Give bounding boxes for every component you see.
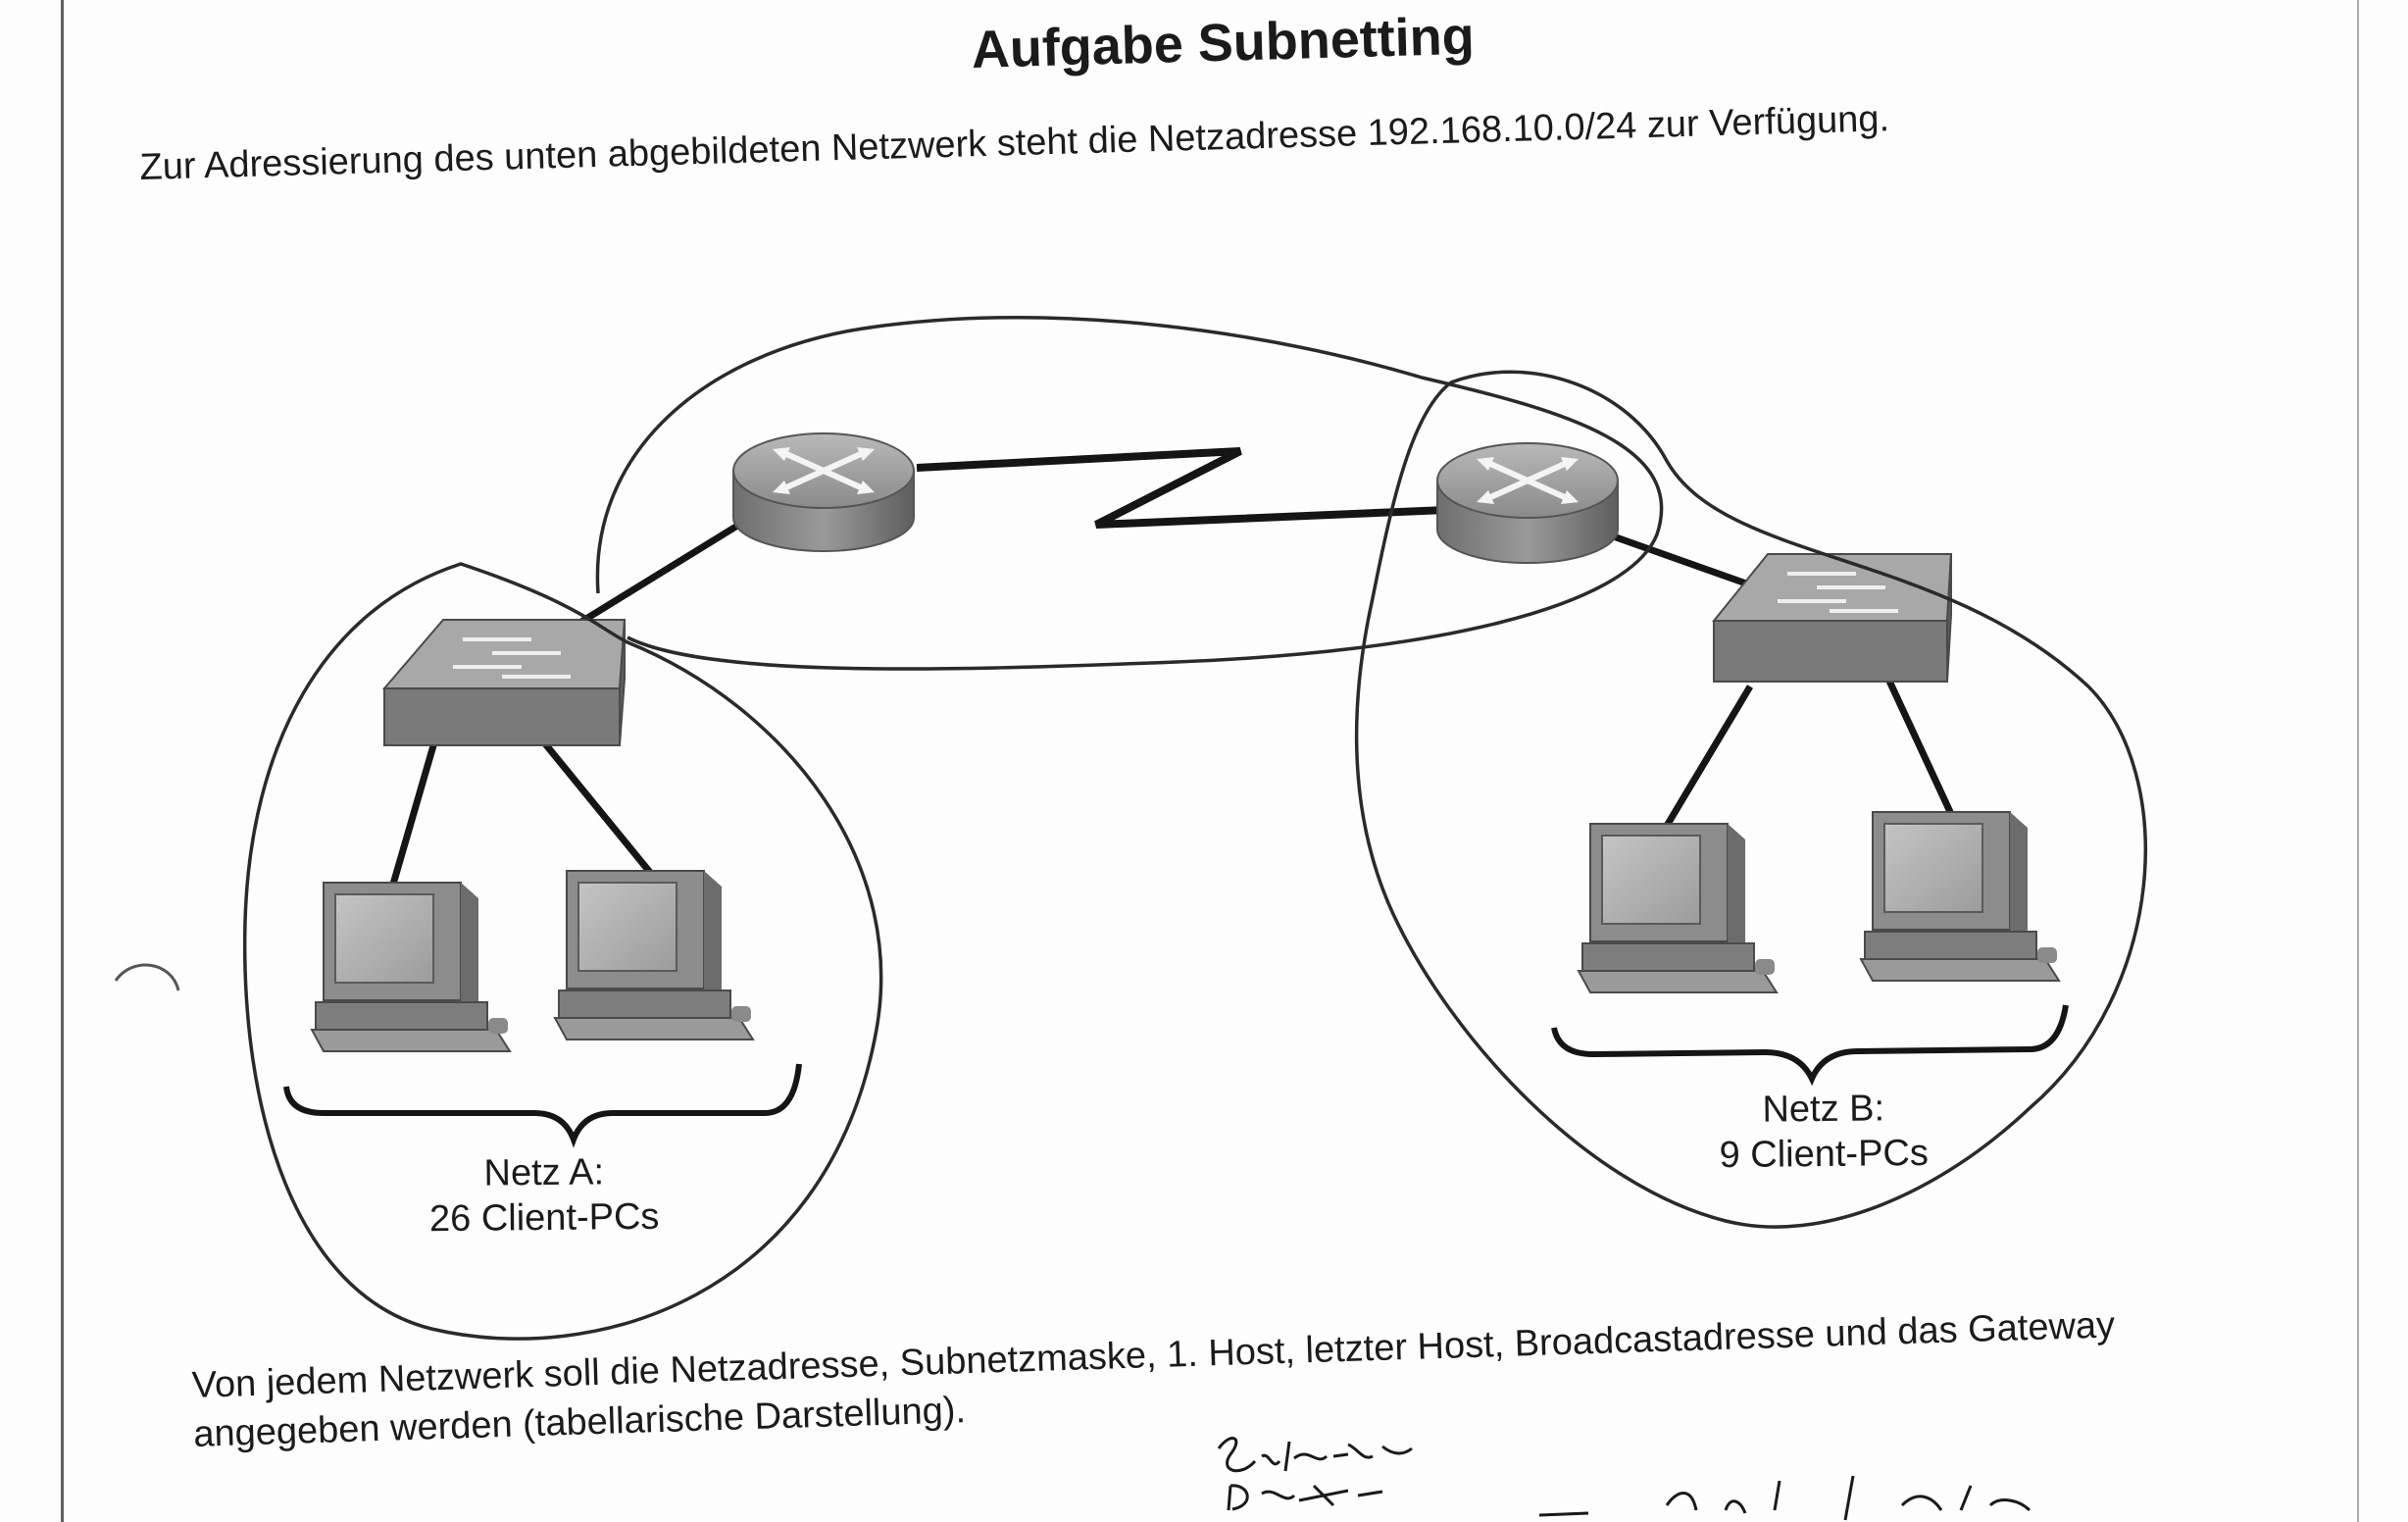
- net-a-label: Netz A: 26 Client-PCs: [392, 1148, 697, 1242]
- serial-link-icon: [916, 447, 1447, 529]
- pc-icon: [1859, 811, 2061, 982]
- net-b-label: Netz B: 9 Client-PCs: [1667, 1085, 1982, 1178]
- binder-hole-mark: [114, 963, 180, 991]
- router-icon: [1436, 442, 1619, 564]
- brace-icon: [1551, 1004, 2069, 1087]
- pc-icon: [553, 870, 755, 1040]
- pc-icon: [1577, 823, 1779, 993]
- handdrawn-loop-wan: [595, 316, 1664, 671]
- handdrawn-loop-net-b: [1354, 370, 2147, 1229]
- handdrawn-loops: [242, 316, 2147, 1341]
- cable-switch-b-pc3: [1663, 685, 1754, 828]
- handwritten-note-scribble: [1217, 1437, 1413, 1511]
- net-a-clients: 26 Client-PCs: [428, 1195, 660, 1241]
- net-b-clients: 9 Client-PCs: [1719, 1132, 1930, 1177]
- cable-router-a-switch-a: [567, 512, 757, 633]
- cable-router-b-switch-b: [1606, 531, 1762, 592]
- net-a-name: Netz A:: [483, 1151, 605, 1194]
- page-edge-right: [2357, 0, 2359, 1522]
- pc-icon: [310, 882, 512, 1052]
- cable-lines: [388, 512, 1955, 888]
- cable-switch-a-pc1: [388, 735, 440, 888]
- switch-icon: [1711, 553, 1953, 683]
- page-edge-left: [61, 0, 64, 1522]
- cable-switch-b-pc4: [1883, 675, 1955, 816]
- brace-icon: [283, 1063, 802, 1148]
- net-b-name: Netz B:: [1762, 1088, 1885, 1131]
- handdrawn-loop-net-a: [242, 562, 883, 1341]
- switch-icon: [381, 619, 627, 746]
- cable-switch-a-pc2: [531, 728, 655, 878]
- handwritten-note-scribble: [1538, 1475, 2032, 1521]
- router-icon: [732, 432, 915, 552]
